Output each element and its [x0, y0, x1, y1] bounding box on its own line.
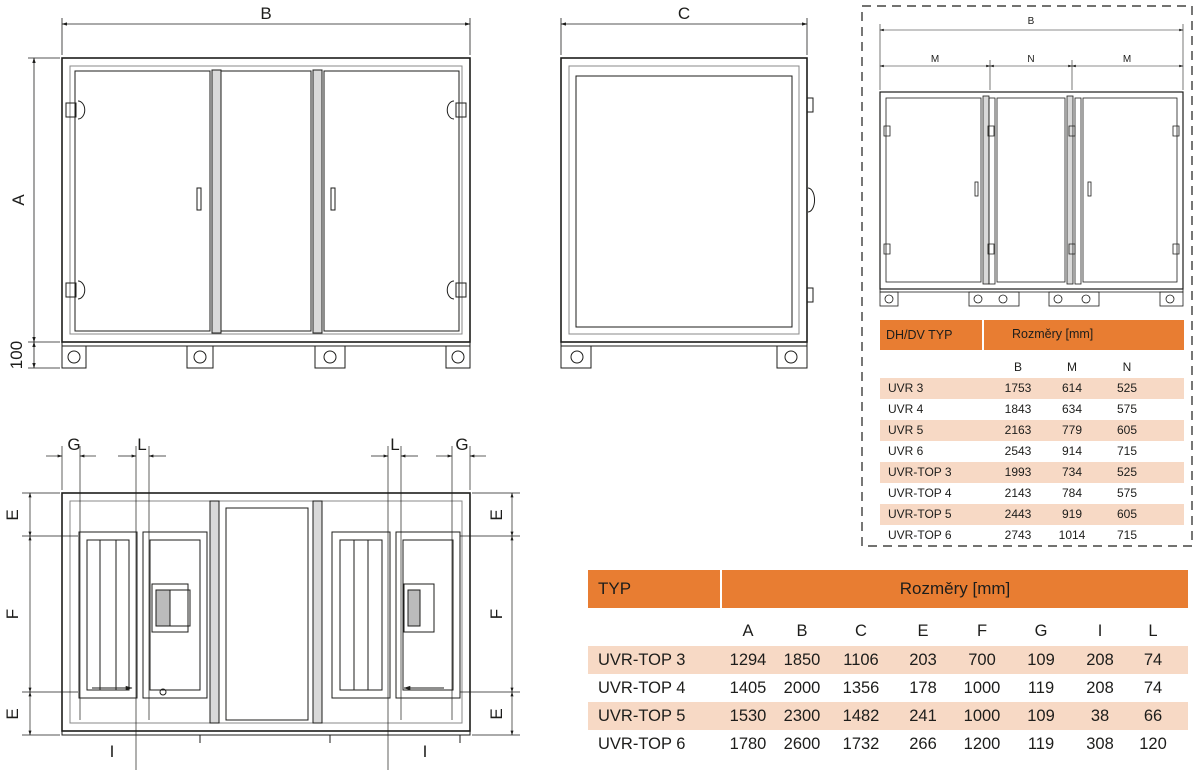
big-table-column-headers: A B C E F G I L	[588, 608, 1188, 646]
side-width-label: C	[678, 4, 690, 23]
big-table-dims-header: Rozměry [mm]	[899, 579, 1011, 598]
side-view	[560, 57, 816, 369]
small-table-column-headers: B M N	[880, 350, 1184, 378]
front-view	[61, 57, 471, 369]
top-i-right-label: I	[423, 742, 428, 761]
base-height-label: 100	[7, 341, 26, 369]
inset-frame	[861, 5, 1193, 547]
inset-dimensions	[879, 24, 1184, 90]
big-col-f: F	[976, 622, 988, 640]
inset-view	[879, 91, 1184, 307]
top-g-right-label: G	[455, 435, 468, 454]
top-view	[61, 492, 471, 743]
big-col-g: G	[1034, 622, 1048, 640]
small-col-b: B	[1013, 360, 1022, 374]
big-table-header: TYP Rozměry [mm]	[588, 570, 1188, 608]
big-col-c: C	[855, 622, 867, 640]
small-col-n: N	[1122, 360, 1132, 374]
inset-total-label: B	[1028, 16, 1035, 27]
front-height-label: A	[9, 194, 28, 206]
big-col-a: A	[742, 622, 754, 640]
top-i-left-label: I	[110, 742, 115, 761]
small-table-type-header: DH/DV TYP	[880, 320, 984, 350]
inset-n-label: N	[1027, 54, 1034, 65]
big-col-e: E	[917, 622, 929, 640]
top-view-dimensions	[22, 446, 520, 770]
top-f-left-label: F	[3, 609, 22, 619]
top-l-left-label: L	[137, 435, 146, 454]
big-col-b: B	[796, 622, 808, 640]
small-table-header: DH/DV TYP Rozměry [mm]	[880, 320, 1184, 350]
inset-m-left-label: M	[931, 54, 939, 65]
top-g-left-label: G	[67, 435, 80, 454]
small-table-dims-header: Rozměry [mm]	[1012, 327, 1094, 341]
top-e-right-lower-label: E	[487, 708, 506, 719]
uvr-top-dimension-table: TYP Rozměry [mm] A B C E F G I L UVR-TOP…	[588, 570, 1188, 758]
inset-m-right-label: M	[1123, 54, 1131, 65]
big-table-type-header: TYP	[588, 570, 722, 608]
front-view-dimensions	[28, 18, 471, 369]
small-col-m: M	[1067, 360, 1077, 374]
top-f-right-label: F	[487, 609, 506, 619]
big-col-i: I	[1097, 622, 1103, 640]
top-e-left-upper-label: E	[3, 509, 22, 520]
top-e-right-upper-label: E	[487, 509, 506, 520]
top-e-left-lower-label: E	[3, 708, 22, 719]
front-width-label: B	[260, 4, 271, 23]
big-col-l: L	[1148, 622, 1158, 640]
top-l-right-label: L	[390, 435, 399, 454]
side-view-dimensions	[560, 18, 808, 55]
